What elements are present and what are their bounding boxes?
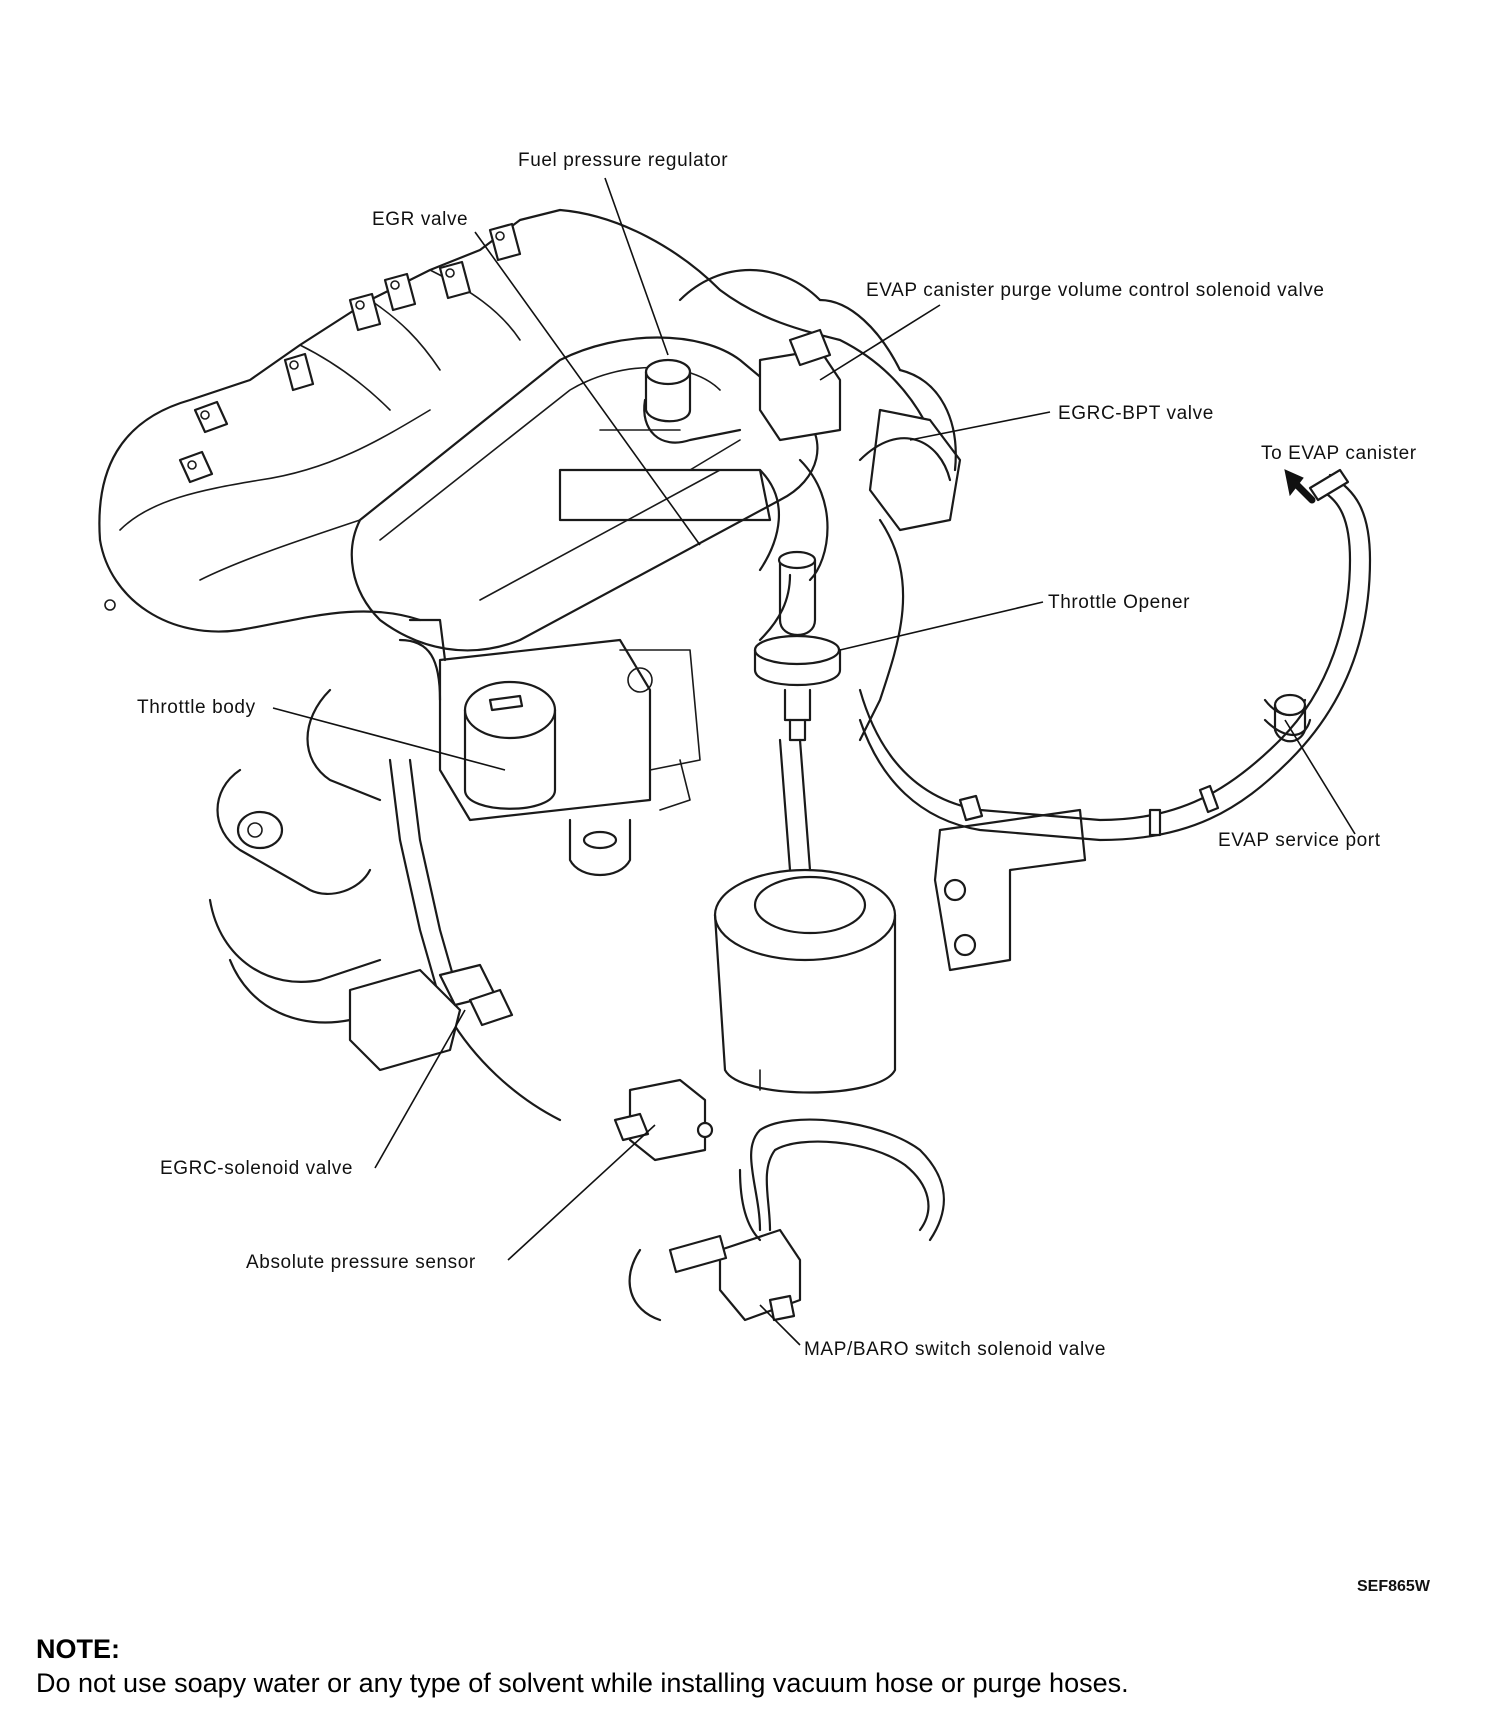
label-absolute-pressure-sensor: Absolute pressure sensor: [246, 1252, 476, 1273]
label-throttle-opener: Throttle Opener: [1048, 592, 1191, 613]
note-text: Do not use soapy water or any type of so…: [36, 1668, 1129, 1698]
absolute-pressure-sensor-part: [613, 1078, 714, 1162]
map-baro-switch-part: [628, 1118, 946, 1322]
label-map-baro-switch: MAP/BARO switch solenoid valve: [804, 1339, 1107, 1360]
figure-code: SEF865W: [1357, 1578, 1430, 1595]
egr-valve-hoses: [758, 458, 905, 742]
egrc-bpt-valve-part: [858, 368, 962, 532]
leader-evap-purge-solenoid: [819, 304, 941, 381]
note-title: NOTE:: [36, 1634, 120, 1664]
label-throttle-body: Throttle body: [137, 697, 256, 718]
label-egrc-solenoid-valve: EGRC-solenoid valve: [160, 1158, 354, 1179]
egrc-solenoid-valve-part: [348, 963, 514, 1072]
mounting-bracket: [933, 808, 1087, 972]
label-evap-purge-solenoid: EVAP canister purge volume control solen…: [866, 280, 1325, 301]
air-canister-part: [713, 738, 897, 1094]
label-evap-service-port: EVAP service port: [1218, 830, 1381, 851]
throttle-opener-part: [753, 550, 842, 742]
leader-egrc-solenoid-valve: [374, 1009, 466, 1169]
to-evap-canister-arrow: [1284, 469, 1316, 504]
leader-throttle-body: [272, 707, 506, 771]
label-to-evap-canister: To EVAP canister: [1261, 443, 1417, 464]
leader-lines: [272, 177, 1356, 1346]
leader-evap-service-port: [1284, 719, 1356, 835]
leader-absolute-pressure-sensor: [507, 1124, 656, 1261]
intake-manifold: [98, 208, 947, 633]
evap-purge-hose: [858, 468, 1372, 842]
label-egr-valve: EGR valve: [372, 209, 469, 230]
leader-fuel-pressure-regulator: [604, 177, 669, 356]
label-fuel-pressure-regulator: Fuel pressure regulator: [518, 150, 729, 171]
leader-egr-valve: [474, 231, 701, 546]
evap-purge-solenoid-part: [758, 298, 902, 442]
fuel-pressure-regulator-part: [643, 268, 822, 444]
leader-egrc-bpt-valve: [909, 411, 1051, 441]
leader-map-baro-switch: [759, 1304, 801, 1346]
lower-engine-block: [208, 688, 562, 1122]
label-egrc-bpt-valve: EGRC-BPT valve: [1058, 403, 1214, 424]
throttle-body-part: [398, 618, 701, 877]
leader-throttle-opener: [839, 601, 1044, 651]
